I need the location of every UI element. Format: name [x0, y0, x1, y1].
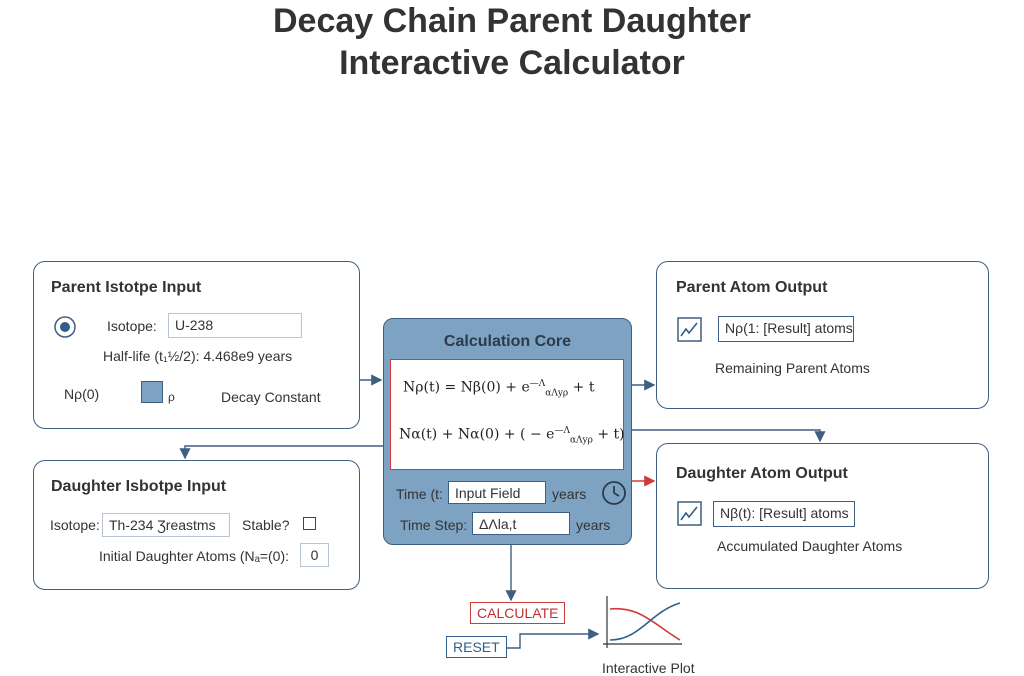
calculate-button[interactable]: CALCULATE — [470, 602, 566, 624]
chart-icon — [677, 501, 702, 526]
rho-label: ρ — [168, 390, 175, 404]
parent-half-life: Half-life (t₁½/2): 4.468e9 years — [103, 348, 293, 364]
plot-daughter-curve — [609, 602, 681, 641]
time-step-label: Time Step: — [400, 517, 468, 533]
arrow-core-to-daughter-output-top — [632, 429, 826, 443]
parent-isotope-label: Isotope: — [107, 318, 157, 334]
time-input[interactable]: Input Field — [448, 481, 546, 504]
plot-caption: Interactive Plot — [602, 660, 695, 676]
parent-input-panel: Parent Istotpe Input Isotope: U-238 Half… — [33, 261, 360, 429]
time-step-unit: years — [576, 517, 611, 533]
isotope-radio[interactable] — [53, 315, 77, 339]
parent-n0-label: Nρ(0) — [64, 386, 100, 402]
time-unit: years — [552, 486, 587, 502]
clock-icon[interactable] — [600, 479, 628, 507]
core-title: Calculation Core — [443, 333, 572, 350]
formula-box: Nρ(t) = Nβ(0) + e—ΛαΛyρ + t Nα(t) + Nα(0… — [390, 359, 625, 470]
initial-daughter-field[interactable]: 0 — [300, 543, 329, 567]
arrow-reset-to-plot — [506, 628, 600, 649]
time-step-input[interactable]: ΔΛla,t — [472, 512, 570, 535]
daughter-output-panel: Daughter Atom Output Nβ(t): [Result] ato… — [656, 443, 989, 589]
stable-checkbox[interactable] — [303, 517, 316, 530]
title-line-1: Decay Chain Parent Daughter — [272, 2, 752, 40]
daughter-isotope-label: Isotope: — [50, 517, 100, 533]
daughter-isotope-field[interactable]: Th-234 Ʒreastms — [102, 513, 230, 537]
parent-isotope-field[interactable]: U-238 — [168, 313, 302, 338]
daughter-output-title: Daughter Atom Output — [676, 465, 848, 482]
chart-icon — [677, 317, 702, 342]
arrow-core-to-daughter-input — [179, 445, 383, 460]
daughter-input-panel: Daughter Isbotpe Input Isotope: Th-234 Ʒ… — [33, 460, 360, 590]
parent-formula: Nρ(t) = Nβ(0) + e—ΛαΛyρ + t — [403, 379, 595, 399]
reset-button[interactable]: RESET — [446, 636, 507, 658]
parent-output-caption: Remaining Parent Atoms — [715, 360, 870, 376]
interactive-plot[interactable] — [603, 596, 682, 648]
title-line-2: Interactive Calculator — [339, 44, 685, 82]
parent-input-title: Parent Istotpe Input — [51, 279, 202, 296]
daughter-input-title: Daughter Isbotpe Input — [51, 478, 227, 495]
daughter-output-caption: Accumulated Daughter Atoms — [717, 538, 903, 554]
parent-output-panel: Parent Atom Output Nρ(1: [Result] atoms … — [656, 261, 989, 409]
page-title: Decay Chain Parent Daughter Interactive … — [0, 0, 1024, 84]
calculation-core: Calculation Core Nρ(t) = Nβ(0) + e—ΛαΛyρ… — [383, 318, 632, 545]
decay-constant-label: Decay Constant — [221, 389, 321, 405]
parent-result-field: Nρ(1: [Result] atoms — [718, 316, 854, 342]
parent-output-title: Parent Atom Output — [676, 279, 828, 296]
decay-constant-square[interactable] — [141, 381, 163, 403]
plot-parent-curve — [609, 607, 681, 641]
daughter-result-field: Nβ(t): [Result] atoms — [713, 501, 855, 527]
stable-label: Stable? — [242, 517, 290, 533]
initial-daughter-label: Initial Daughter Atoms (Nₐ=(0): — [99, 548, 290, 564]
time-label: Time (t: — [396, 486, 443, 502]
daughter-formula: Nα(t) + Nα(0) + ( − e—ΛαΛyρ + t) — [399, 426, 625, 446]
